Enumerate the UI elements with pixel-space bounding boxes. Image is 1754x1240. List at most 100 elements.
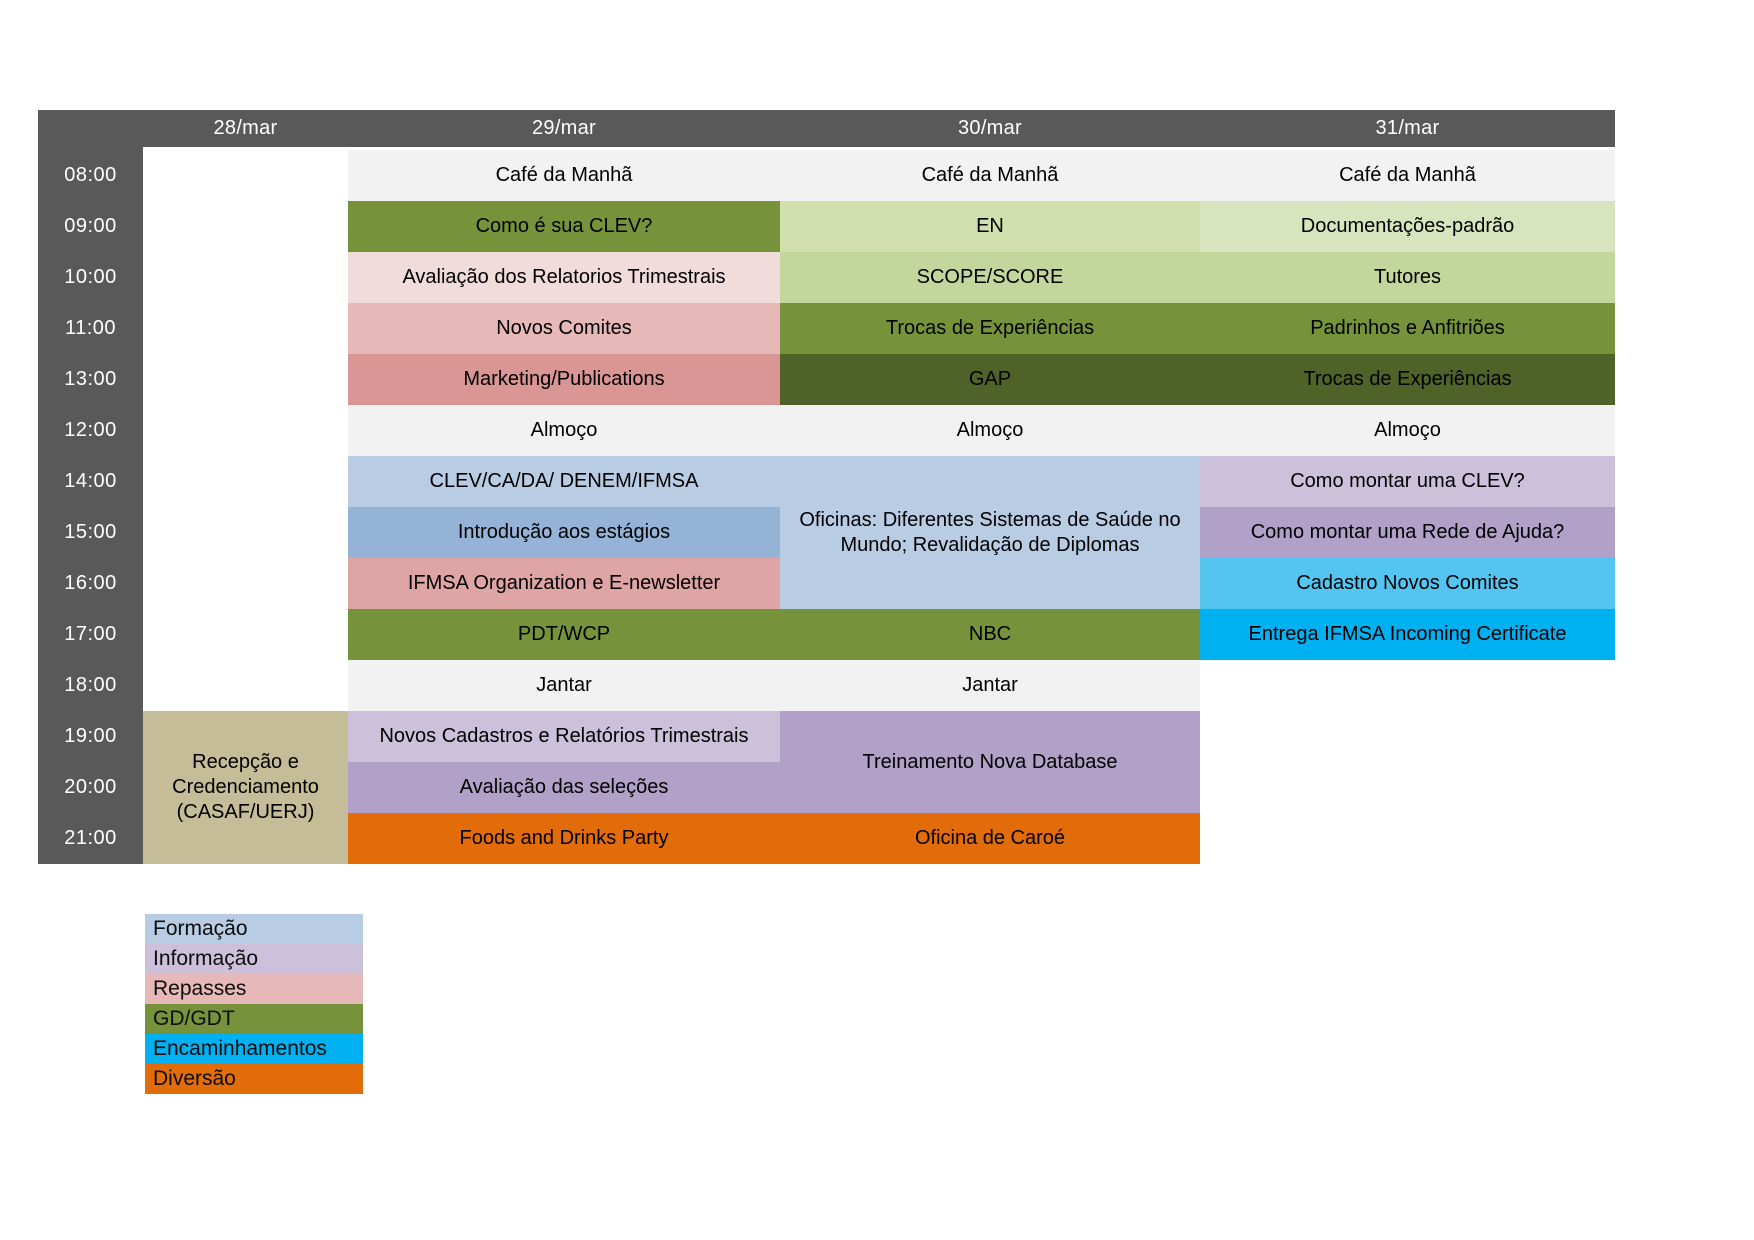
time-label-1100: 11:00 xyxy=(64,317,117,339)
event-label: Novos Comites xyxy=(496,317,632,339)
event-label: PDT/WCP xyxy=(517,623,611,645)
event-cell: Documentações-padrão xyxy=(1200,201,1615,252)
event-label: Cadastro Novos Comites xyxy=(1296,572,1519,594)
event-label: Avaliação dos Relatorios Trimestrais xyxy=(402,266,726,288)
event-label: Entrega IFMSA Incoming Certificate xyxy=(1248,623,1567,645)
event-label: Almoço xyxy=(1374,419,1441,441)
event-cell: Almoço xyxy=(348,405,780,456)
event-cell: Jantar xyxy=(348,660,780,711)
event-cell: Introdução aos estágios xyxy=(348,507,780,558)
event-cell: Foods and Drinks Party xyxy=(348,813,780,864)
event-cell: NBC xyxy=(780,609,1200,660)
event-label: SCOPE/SCORE xyxy=(916,266,1064,288)
event-label: Oficinas: Diferentes Sistemas de Saúde n… xyxy=(799,508,1181,556)
date-header-29-mar: 29/mar xyxy=(531,117,597,139)
legend-item-4: Encaminhamentos xyxy=(145,1034,363,1064)
event-label: Novos Cadastros e Relatórios Trimestrais xyxy=(379,725,749,747)
event-cell: SCOPE/SCORE xyxy=(780,252,1200,303)
legend-label: Diversão xyxy=(153,1067,236,1090)
event-label: Documentações-padrão xyxy=(1300,215,1515,237)
time-label-0800: 08:00 xyxy=(64,164,117,186)
time-label-0900: 09:00 xyxy=(64,215,117,237)
time-label-1600: 16:00 xyxy=(64,572,117,594)
event-cell: Avaliação dos Relatorios Trimestrais xyxy=(348,252,780,303)
event-cell: Novos Cadastros e Relatórios Trimestrais xyxy=(348,711,780,762)
legend-label: Repasses xyxy=(153,977,247,1000)
time-label-1300: 13:00 xyxy=(64,368,117,390)
event-label: Oficina de Caroé xyxy=(914,827,1066,849)
event-cell: Café da Manhã xyxy=(780,150,1200,201)
event-label: Marketing/Publications xyxy=(463,368,665,390)
event-cell: Almoço xyxy=(780,405,1200,456)
event-label: Trocas de Experiências xyxy=(885,317,1095,339)
legend-label: GD/GDT xyxy=(153,1007,235,1030)
time-label-1500: 15:00 xyxy=(64,521,117,543)
legend-item-5: Diversão xyxy=(145,1064,363,1094)
event-label: Como montar uma Rede de Ajuda? xyxy=(1250,521,1565,543)
event-cell: Tutores xyxy=(1200,252,1615,303)
legend-item-2: Repasses xyxy=(145,974,363,1004)
time-label-2100: 21:00 xyxy=(64,827,117,849)
event-cell: EN xyxy=(780,201,1200,252)
time-label-2000: 20:00 xyxy=(64,776,117,798)
event-label: Introdução aos estágios xyxy=(457,521,671,543)
time-label-1900: 19:00 xyxy=(64,725,117,747)
legend-item-0: Formação xyxy=(145,914,363,944)
event-label: Almoço xyxy=(956,419,1024,441)
date-header-30-mar: 30/mar xyxy=(957,117,1023,139)
time-label-1700: 17:00 xyxy=(64,623,117,645)
event-label: Como é sua CLEV? xyxy=(475,215,653,237)
time-label-1000: 10:00 xyxy=(64,266,117,288)
event-label: IFMSA Organization e E-newsletter xyxy=(407,572,721,594)
time-column xyxy=(38,110,143,864)
event-label: GAP xyxy=(968,368,1012,390)
event-cell: PDT/WCP xyxy=(348,609,780,660)
time-label-1800: 18:00 xyxy=(64,674,117,696)
legend-item-3: GD/GDT xyxy=(145,1004,363,1034)
event-cell: Como montar uma CLEV? xyxy=(1200,456,1615,507)
event-cell: Como é sua CLEV? xyxy=(348,201,780,252)
event-label: Café da Manhã xyxy=(1339,164,1476,186)
event-cell: Marketing/Publications xyxy=(348,354,780,405)
event-cell: Oficina de Caroé xyxy=(780,813,1200,864)
event-label: Foods and Drinks Party xyxy=(459,827,669,849)
event-cell: Oficinas: Diferentes Sistemas de Saúde n… xyxy=(780,456,1200,609)
event-cell: Jantar xyxy=(780,660,1200,711)
legend-item-1: Informação xyxy=(145,944,363,974)
event-cell: Avaliação das seleções xyxy=(348,762,780,813)
event-cell: Trocas de Experiências xyxy=(780,303,1200,354)
event-cell: CLEV/CA/DA/ DENEM/IFMSA xyxy=(348,456,780,507)
event-cell: Treinamento Nova Database xyxy=(780,711,1200,813)
event-label: Trocas de Experiências xyxy=(1303,368,1512,390)
event-cell: Cadastro Novos Comites xyxy=(1200,558,1615,609)
event-cell: GAP xyxy=(780,354,1200,405)
header-bar xyxy=(38,110,1615,147)
event-label: NBC xyxy=(968,623,1012,645)
event-cell: Novos Comites xyxy=(348,303,780,354)
event-label: EN xyxy=(976,215,1004,237)
event-label: Jantar xyxy=(536,674,592,696)
event-cell: Trocas de Experiências xyxy=(1200,354,1615,405)
legend-label: Encaminhamentos xyxy=(153,1037,327,1060)
event-label: Tutores xyxy=(1373,266,1442,288)
event-label: CLEV/CA/DA/ DENEM/IFMSA xyxy=(429,470,699,492)
event-cell: Padrinhos e Anfitriões xyxy=(1200,303,1615,354)
event-label: Avaliação das seleções xyxy=(459,776,669,798)
event-cell: Café da Manhã xyxy=(348,150,780,201)
event-label: Treinamento Nova Database xyxy=(862,750,1118,773)
legend-label: Informação xyxy=(153,947,259,970)
event-cell: Recepção e Credenciamento (CASAF/UERJ) xyxy=(143,711,348,864)
event-cell: IFMSA Organization e E-newsletter xyxy=(348,558,780,609)
event-cell: Como montar uma Rede de Ajuda? xyxy=(1200,507,1615,558)
event-label: Almoço xyxy=(530,419,598,441)
event-cell: Almoço xyxy=(1200,405,1615,456)
time-label-1400: 14:00 xyxy=(64,470,117,492)
event-label: Jantar xyxy=(962,674,1018,696)
event-label: Recepção e Credenciamento (CASAF/UERJ) xyxy=(172,751,319,823)
event-label: Café da Manhã xyxy=(495,164,633,186)
event-label: Como montar uma CLEV? xyxy=(1290,470,1525,492)
date-header-28-mar: 28/mar xyxy=(213,117,278,139)
time-label-1200: 12:00 xyxy=(64,419,117,441)
event-label: Padrinhos e Anfitriões xyxy=(1310,317,1505,339)
